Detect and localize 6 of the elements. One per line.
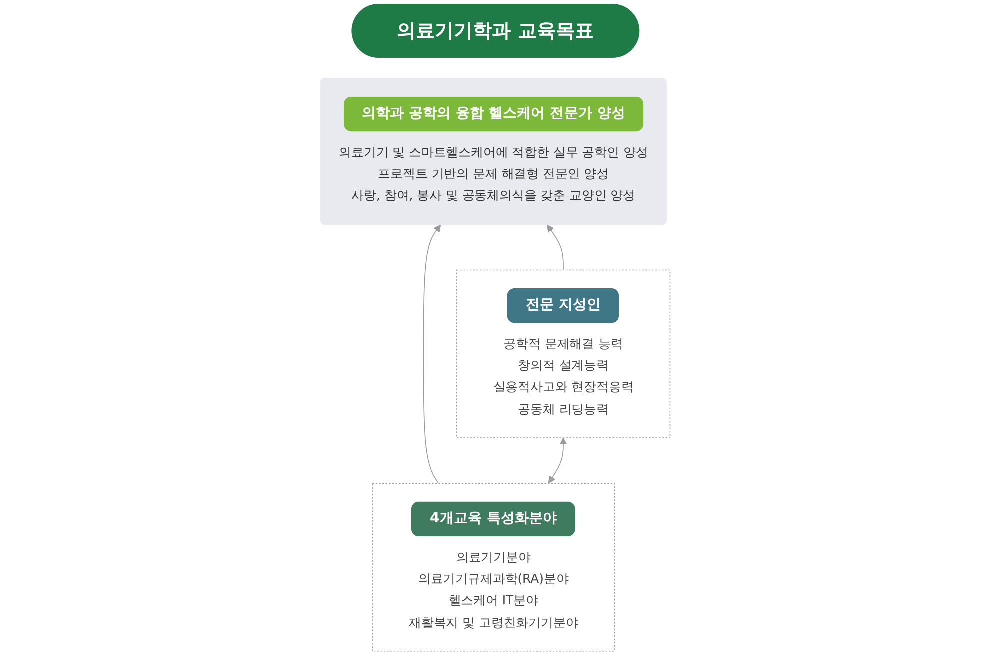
node-box: 4개교육 특성화분야 의료기기분야 의료기기규제과학(RA)분야 헬스케어 IT분야 재활복지 및 고령친화기기분야 bbox=[372, 483, 616, 652]
arrow bbox=[423, 224, 442, 484]
diagram-title: 의료기기학과 교육목표 bbox=[351, 4, 640, 58]
node-box: 전문 지성인 공학적 문제해결 능력 창의적 설계능력 실용적사고와 현장적응력 공동체 리딩능력 bbox=[456, 270, 671, 438]
arrow bbox=[547, 224, 564, 271]
arrow bbox=[548, 438, 568, 484]
